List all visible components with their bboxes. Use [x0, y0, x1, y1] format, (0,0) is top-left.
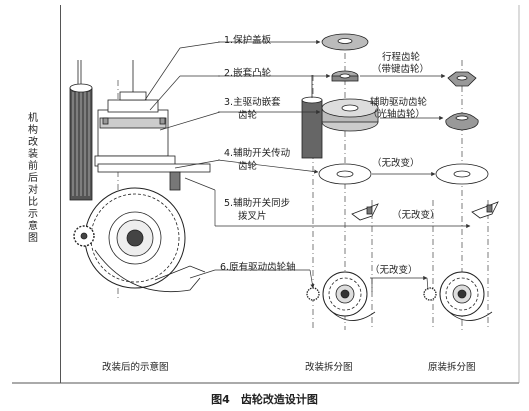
label-travel-gear-keyed: （带键齿轮） — [372, 64, 430, 75]
label-aux-drive-gear-plain: （光轴齿轮） — [368, 109, 426, 120]
label-main-gear-b: 齿轮 — [238, 110, 258, 121]
label-travel-gear: 行程齿轮 — [382, 52, 421, 63]
side-label: 机构改装前后对比示意图 — [28, 113, 38, 244]
label-modified-exploded: 改装拆分图 — [305, 362, 353, 373]
leader-lines — [144, 39, 471, 292]
label-no-change-1: （无改变） — [372, 158, 420, 169]
label-cover-plate: 1.保护盖板 — [224, 35, 272, 46]
label-nested-cam: 2.嵌套凸轮 — [224, 68, 272, 79]
label-aux-drive-gear: 辅助驱动齿轮 — [370, 97, 428, 108]
label-no-change-3: （无改变） — [370, 265, 418, 276]
label-original-exploded: 原装拆分图 — [428, 362, 476, 373]
label-fork-b: 拨叉片 — [238, 211, 267, 222]
label-after-view: 改装后的示意图 — [102, 362, 169, 373]
original-exploded — [423, 71, 499, 321]
figure-caption: 图4 齿轮改造设计图 — [211, 393, 318, 406]
modified-exploded — [301, 33, 379, 321]
label-main-gear-a: 3.主驱动嵌套 — [224, 97, 281, 108]
assembled-mechanism — [69, 60, 211, 293]
label-aux-gear-b: 齿轮 — [238, 161, 258, 172]
label-gear-shaft: 6.原有驱动齿轮轴 — [220, 262, 296, 273]
sidebar-frame: 机构改装前后对比示意图 — [12, 5, 61, 383]
label-no-change-2: （无改变） — [392, 210, 440, 221]
label-aux-gear-a: 4.辅助开关传动 — [224, 148, 291, 159]
label-fork-a: 5.辅助开关同步 — [224, 198, 291, 209]
